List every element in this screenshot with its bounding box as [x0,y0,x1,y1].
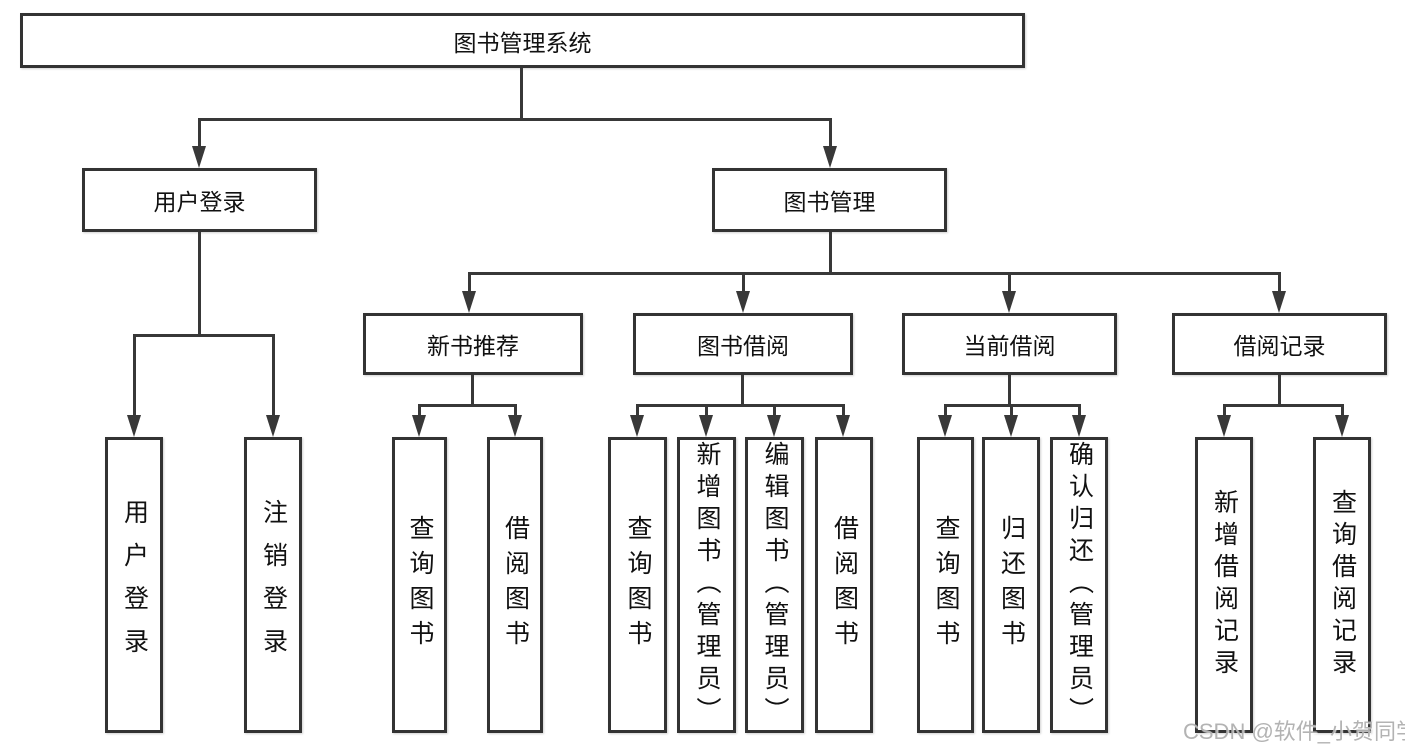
leaf-return-books: 归还图书 [982,437,1040,733]
connector-drop-leaf [1341,407,1344,417]
connector-drop-user-login [198,121,201,148]
node-label: 查询图书 [932,515,960,655]
arrowhead-down-icon [1002,291,1016,313]
connector-group-stem [471,375,474,407]
connector-drop-leaf [514,407,517,417]
node-root-library-system: 图书管理系统 [20,13,1025,68]
arrowhead-down-icon [736,291,750,313]
node-label: 新增图书（管理员） [693,441,721,729]
arrowhead-down-icon [1272,291,1286,313]
node-label: 当前借阅 [963,333,1056,359]
connector-drop-leaf [944,407,947,417]
connector-drop-leaf [636,407,639,417]
leaf-add-books-admin: 新增图书（管理员） [677,437,736,733]
connector-group-stem [1008,375,1011,407]
node-new-book-recommend: 新书推荐 [363,313,583,375]
arrowhead-down-icon [1217,415,1231,437]
arrowhead-down-icon [630,415,644,437]
node-label: 用户登录 [120,499,149,671]
connector-group-bar [944,404,1081,407]
node-label: 图书管理 [783,189,876,215]
connector-drop-leaf [272,337,275,417]
connector-group-bar [418,404,517,407]
arrowhead-down-icon [412,415,426,437]
node-label: 图书借阅 [697,333,789,359]
arrowhead-down-icon [508,415,522,437]
node-label: 编辑图书（管理员） [761,441,789,729]
node-label: 借阅记录 [1233,333,1326,359]
connector-drop-leaf [773,407,776,417]
node-label: 借阅图书 [501,515,530,655]
arrowhead-down-icon [192,146,206,168]
connector-drop-leaf [133,337,136,417]
csdn-watermark: CSDN @软件_小贺同学 [1183,719,1405,744]
node-label: 注销登录 [259,499,288,671]
connector-drop-book-mgmt [829,121,832,148]
leaf-query-books-borrow: 查询图书 [608,437,667,733]
leaf-query-books-recommend: 查询图书 [392,437,447,733]
connector-group-bar [636,404,845,407]
leaf-query-borrow-record: 查询借阅记录 [1313,437,1371,733]
leaf-borrow-books-recommend: 借阅图书 [487,437,543,733]
arrowhead-down-icon [127,415,141,437]
node-label: 用户登录 [153,189,246,215]
node-label: 新书推荐 [427,333,519,359]
arrowhead-down-icon [699,415,713,437]
leaf-add-borrow-record: 新增借阅记录 [1195,437,1253,733]
arrowhead-down-icon [823,146,837,168]
arrowhead-down-icon [1004,415,1018,437]
connector-drop-leaf [1010,407,1013,417]
leaf-user-login: 用户登录 [105,437,163,733]
leaf-borrow-books: 借阅图书 [815,437,873,733]
connector-group-stem [1278,375,1281,407]
connector-drop-borrow-records [1278,275,1281,293]
leaf-edit-books-admin: 编辑图书（管理员） [745,437,804,733]
connector-group-bar [1223,404,1344,407]
connector-user-login-stem [198,232,201,337]
node-book-management: 图书管理 [712,168,947,232]
connector-root-stem [520,68,523,121]
connector-drop-leaf [842,407,845,417]
node-borrow-records: 借阅记录 [1172,313,1387,375]
arrowhead-down-icon [266,415,280,437]
arrowhead-down-icon [767,415,781,437]
connector-drop-current-borrow [1008,275,1011,293]
connector-drop-leaf [705,407,708,417]
connector-user-login-bar [133,334,275,337]
connector-root-bar [198,118,832,121]
arrowhead-down-icon [1072,415,1086,437]
arrowhead-down-icon [462,291,476,313]
node-current-borrow: 当前借阅 [902,313,1117,375]
connector-drop-leaf [418,407,421,417]
node-user-login: 用户登录 [82,168,317,232]
node-label: 确认归还（管理员） [1065,441,1094,729]
connector-drop-leaf [1078,407,1081,417]
leaf-logout: 注销登录 [244,437,302,733]
arrowhead-down-icon [938,415,952,437]
node-label: 查询借阅记录 [1328,489,1357,681]
node-label: 归还图书 [997,515,1026,655]
node-label: 借阅图书 [830,515,859,655]
node-book-borrow: 图书借阅 [633,313,853,375]
leaf-query-books-current: 查询图书 [917,437,974,733]
leaf-confirm-return-admin: 确认归还（管理员） [1050,437,1108,733]
node-label: 查询图书 [406,515,434,655]
connector-book-mgmt-bar [468,272,1281,275]
node-label: 图书管理系统 [453,29,592,56]
connector-drop-leaf [1223,407,1226,417]
connector-drop-book-borrow [742,275,745,293]
node-label: 查询图书 [624,515,652,655]
connector-group-stem [741,375,744,407]
arrowhead-down-icon [1335,415,1349,437]
node-label: 新增借阅记录 [1210,489,1239,681]
arrowhead-down-icon [836,415,850,437]
connector-book-mgmt-stem [829,232,832,275]
connector-drop-new-book [468,275,471,293]
